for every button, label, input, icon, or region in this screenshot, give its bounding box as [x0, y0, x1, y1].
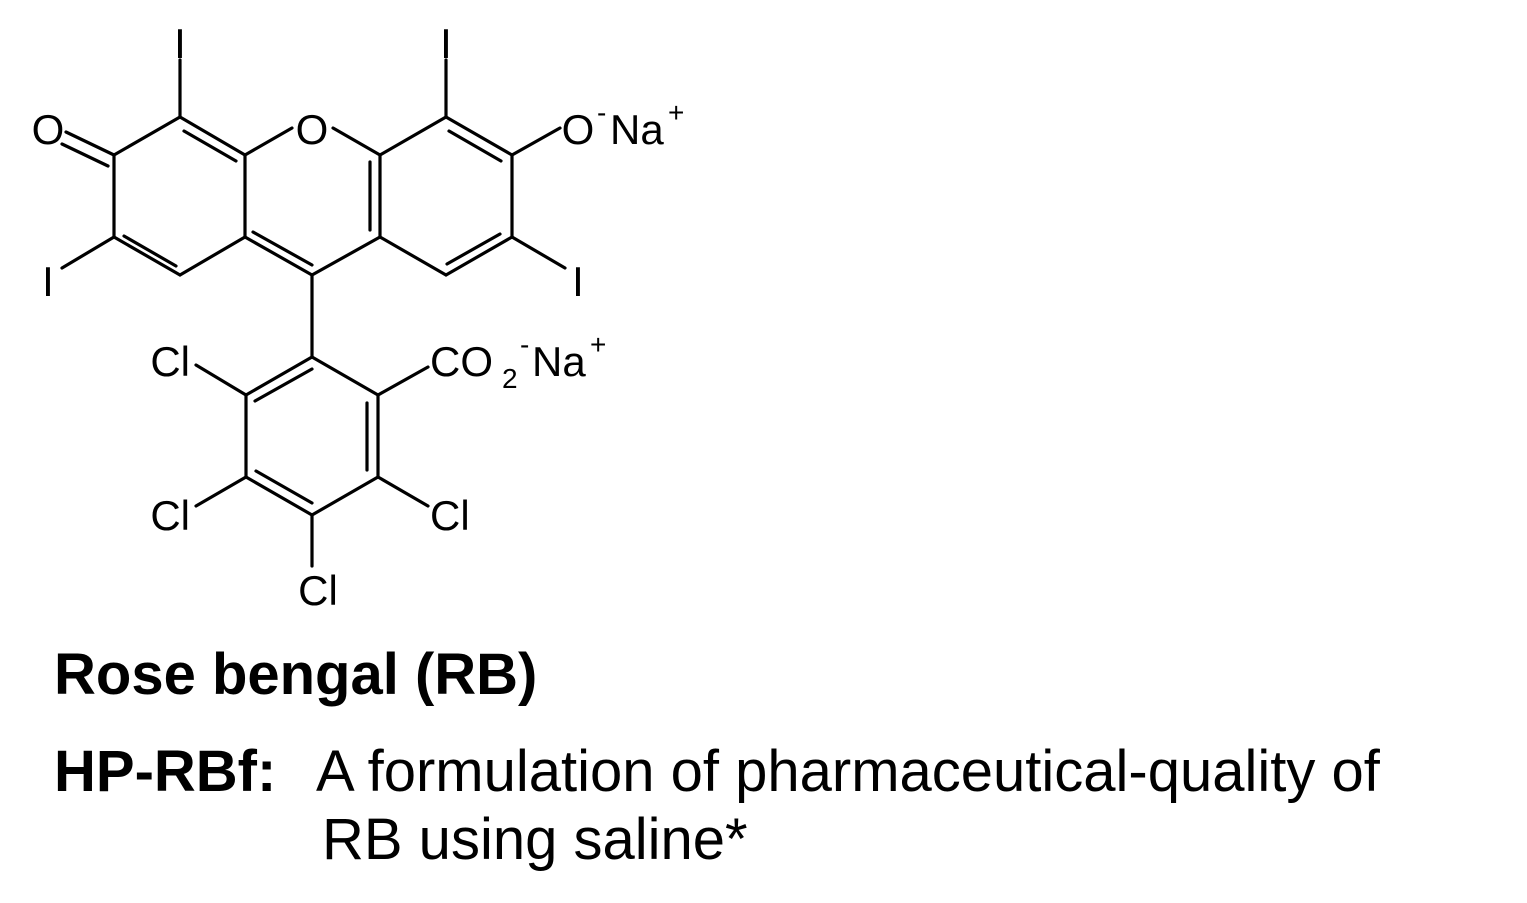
formulation-description-line-1: A formulation of pharmaceutical-quality …: [316, 739, 1380, 804]
bond: [112, 115, 182, 157]
iodine-label: I: [572, 258, 584, 305]
bond: [310, 235, 382, 277]
bond: [510, 126, 562, 157]
carboxylate-counterion-label: Na: [532, 338, 586, 385]
bond: [244, 475, 314, 517]
ring-oxygen-label: O: [296, 106, 329, 153]
phenolate-counterion-label: Na: [610, 106, 664, 153]
phenolate-oxygen-label: O: [562, 106, 595, 153]
bond-double: [254, 469, 314, 505]
bond: [444, 115, 514, 157]
bond: [510, 235, 567, 270]
carboxylate-charge-label: -: [520, 329, 529, 360]
bond: [60, 235, 116, 270]
bond-double: [122, 234, 178, 268]
iodine-label: I: [440, 20, 452, 67]
ketone-oxygen-label: O: [32, 106, 65, 153]
bond: [378, 115, 448, 157]
bond: [310, 475, 380, 517]
bond: [376, 475, 430, 508]
iodine-label: I: [174, 20, 186, 67]
chlorine-label: Cl: [298, 567, 338, 614]
bond-double: [182, 129, 238, 163]
carboxylate-counterion-charge-label: +: [590, 329, 606, 360]
bond: [243, 235, 314, 277]
bond: [331, 126, 382, 157]
bond-double: [253, 367, 314, 403]
bond-double: [251, 230, 314, 267]
compound-title: Rose bengal (RB): [54, 642, 538, 707]
bond: [112, 235, 182, 277]
bond: [194, 363, 248, 397]
bond: [194, 475, 248, 508]
chlorine-label: Cl: [150, 338, 190, 385]
formulation-description-line-2: RB using saline*: [322, 807, 748, 872]
bond: [378, 235, 448, 277]
bond-lines: [60, 58, 567, 568]
bond: [376, 365, 430, 397]
iodine-label: I: [42, 258, 54, 305]
phenolate-counterion-charge-label: +: [668, 97, 684, 128]
bond-double: [447, 129, 503, 163]
chlorine-label: Cl: [430, 492, 470, 539]
bond: [310, 355, 380, 397]
chlorine-label: Cl: [150, 492, 190, 539]
bond: [64, 130, 116, 157]
bond: [244, 355, 314, 397]
bond: [178, 115, 247, 157]
bond-double: [60, 142, 110, 168]
bond: [243, 126, 294, 157]
formulation-label: HP-RBf:: [54, 739, 277, 804]
carboxylate-label: CO: [430, 338, 493, 385]
carboxylate-subscript-label: 2: [502, 363, 518, 394]
bond-double: [445, 232, 502, 266]
bond: [444, 235, 514, 277]
phenolate-charge-label: -: [597, 97, 606, 128]
bond: [178, 235, 247, 277]
